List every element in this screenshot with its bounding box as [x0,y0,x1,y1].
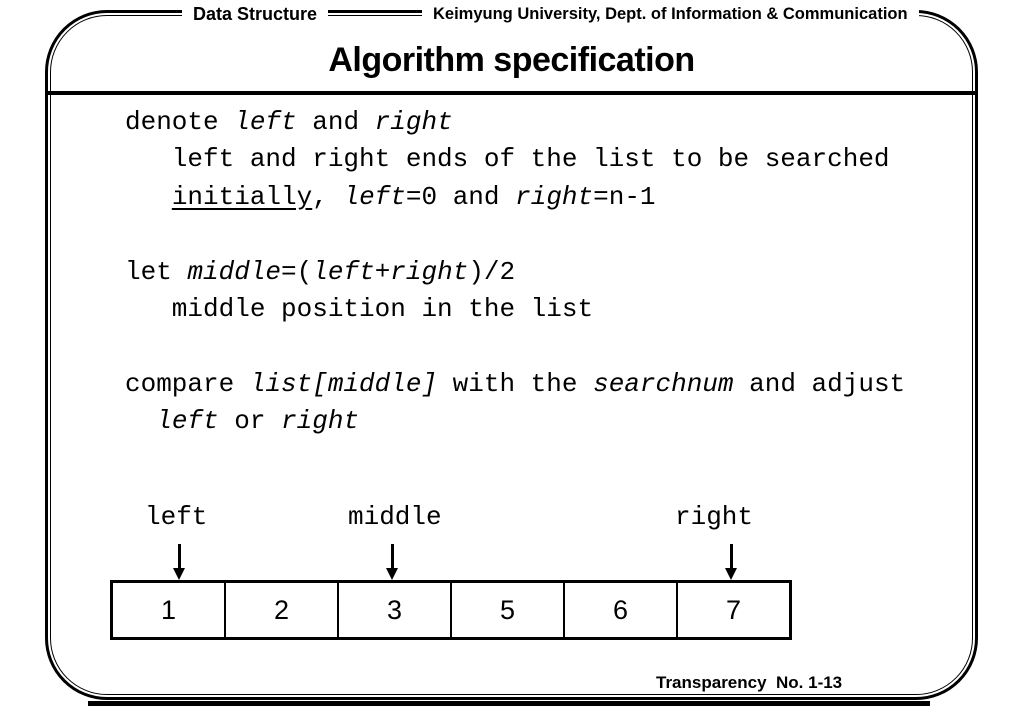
code-segment: compare [125,368,250,399]
code-segment: middle position in the list [125,293,594,324]
code-segment: left [156,406,219,437]
body-text-block: denote left and right left and right end… [125,104,955,441]
code-segment: left and right ends of the list to be se… [125,144,890,175]
code-segment: right [390,256,469,287]
code-segment: denote [125,107,235,137]
code-line: denote left and right [125,104,955,141]
code-segment [125,406,156,436]
code-segment: =n-1 [593,181,656,212]
array-cell: 5 [450,583,563,637]
code-line: let middle=(left+right)/2 [125,254,955,291]
down-arrow-icon [173,544,185,580]
code-segment: =( [281,256,313,287]
code-segment: right [515,181,594,212]
course-name-label: Data Structure [182,1,329,28]
array-cell: 6 [563,583,676,637]
code-segment: searchnum [593,368,734,399]
code-segment: with the [437,368,594,399]
code-segment: list[middle] [249,368,438,399]
code-segment: left [234,107,297,137]
code-line: middle position in the list [125,291,955,328]
array-cell: 3 [337,583,450,637]
blank-line [125,328,955,365]
array-cell: 7 [676,583,789,637]
page-title: Algorithm specification [328,41,695,79]
pointer-label-right: right [675,502,754,532]
pointer-label-left: left [145,502,208,532]
code-line: compare list[middle] with the searchnum … [125,366,955,403]
code-segment: right [374,107,453,137]
code-segment: initially [171,181,313,212]
code-segment: , [312,181,344,212]
code-segment [125,182,172,212]
university-label: Keimyung University, Dept. of Informatio… [422,1,919,28]
code-line: initially, left=0 and right=n-1 [125,179,955,216]
code-line: left or right [125,403,955,440]
code-segment: and adjust [733,368,906,399]
down-arrow-icon [386,544,398,580]
code-segment: middle [187,256,282,287]
code-line: left and right ends of the list to be se… [125,141,955,178]
array-cell: 1 [160,594,177,625]
code-segment: or [218,406,282,437]
code-segment: left [312,256,375,287]
code-segment: let [125,256,188,287]
blank-line [125,216,955,253]
pointer-label-middle: middle [348,502,442,532]
code-segment: left [343,181,406,212]
code-segment: and [296,107,375,137]
code-segment: )/2 [468,256,516,287]
code-segment: + [374,256,391,287]
bottom-bar [88,701,930,706]
transparency-number-label: Transparency No. 1-13 [648,673,851,693]
array-cell: 2 [224,583,337,637]
down-arrow-icon [725,544,737,580]
code-segment: right [281,406,360,437]
code-segment: =0 and [405,181,516,212]
title-separator-line [46,91,977,95]
